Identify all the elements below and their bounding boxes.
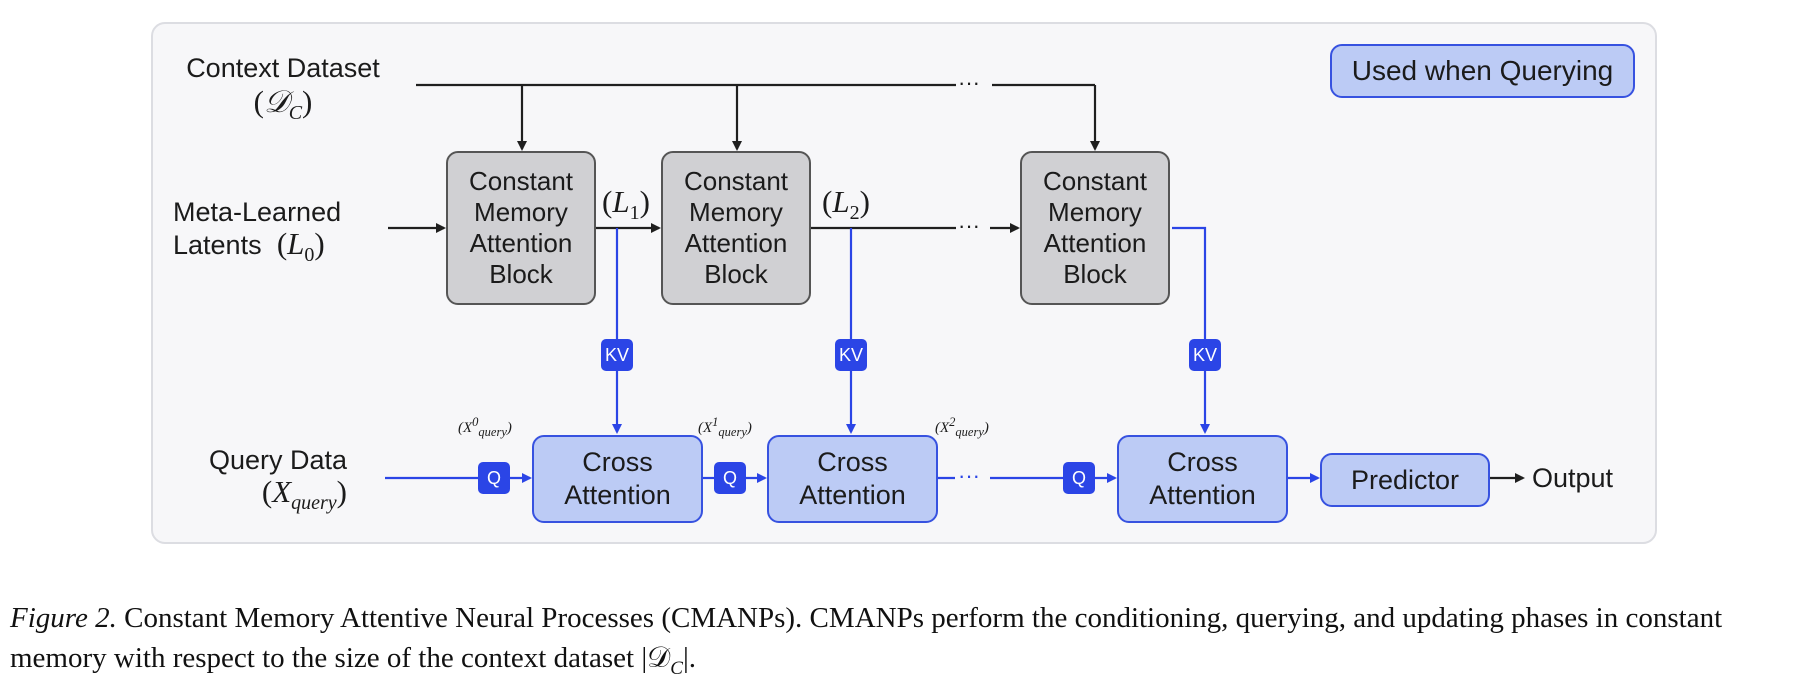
kv-lines	[612, 226, 1210, 434]
caption-text: Constant Memory Attentive Neural Process…	[10, 602, 1723, 674]
latents-symbol: (L0)	[269, 226, 325, 267]
output-label: Output	[1532, 463, 1614, 493]
query-x1-label: (X1query)	[698, 415, 752, 439]
query-symbol: (Xquery)	[261, 474, 347, 515]
latent-label-1: (L1)	[602, 184, 650, 225]
context-ellipsis: ···	[958, 70, 980, 95]
q-tag-3: Q	[1063, 462, 1095, 494]
figure-number: Figure 2.	[10, 602, 117, 634]
context-dataset-symbol: (𝒟C)	[253, 84, 313, 125]
q-tag-1: Q	[478, 462, 510, 494]
caption-end: |.	[682, 642, 697, 674]
kv-tag-2: KV	[835, 339, 867, 371]
query-x2-label: (X2query)	[935, 415, 989, 439]
caption-subscript: C	[670, 657, 683, 679]
legend-used-when-querying: Used when Querying	[1330, 44, 1635, 98]
context-bus	[416, 83, 1100, 151]
kv-tag-3: KV	[1189, 339, 1221, 371]
query-data-label: Query Data (Xquery)	[195, 444, 347, 519]
figure-caption: Figure 2. Constant Memory Attentive Neur…	[10, 598, 1800, 689]
predictor-box: Predictor	[1320, 453, 1490, 507]
context-dataset-label: Context Dataset (𝒟C)	[172, 52, 394, 129]
kv-tag-1: KV	[601, 339, 633, 371]
latent-label-2: (L2)	[822, 184, 870, 225]
q-tag-2: Q	[714, 462, 746, 494]
query-ellipsis: ···	[958, 463, 980, 488]
query-x0-label: (X0query)	[458, 415, 512, 439]
meta-learned-latents-label: Meta-Learned Latents (L0)	[173, 197, 342, 267]
latent-ellipsis: ···	[958, 213, 980, 238]
